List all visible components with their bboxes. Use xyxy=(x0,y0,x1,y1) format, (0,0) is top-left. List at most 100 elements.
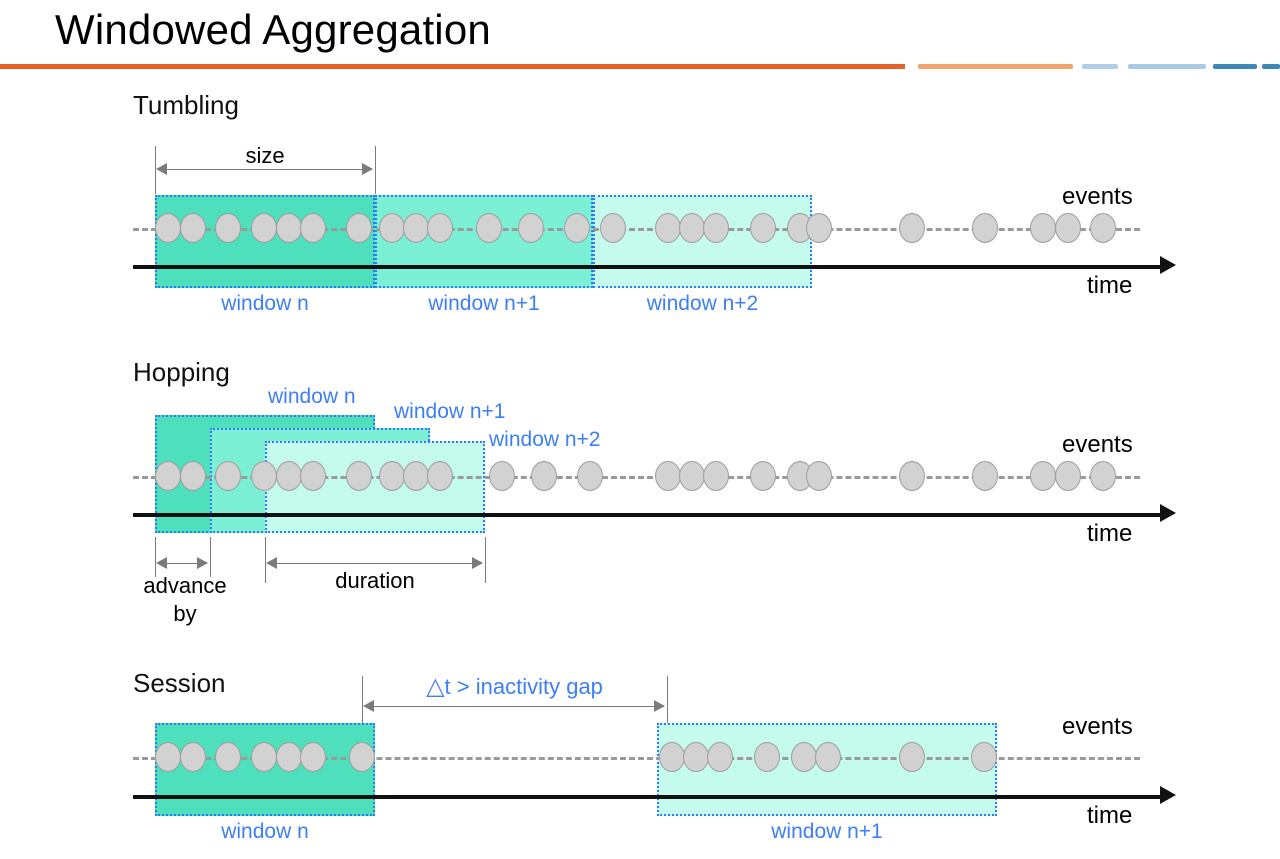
event-dot xyxy=(972,461,998,491)
event-dot xyxy=(276,742,302,772)
event-dot xyxy=(1030,213,1056,243)
tumbling-window-n2 xyxy=(593,195,812,288)
event-dot xyxy=(659,742,685,772)
event-dot xyxy=(750,213,776,243)
tumbling-window-label-n2: window n+2 xyxy=(646,292,759,315)
session-gap-arrow-right xyxy=(654,700,665,712)
hopping-duration-tick-left xyxy=(265,537,266,583)
event-dot xyxy=(180,461,206,491)
event-dot xyxy=(1090,213,1116,243)
hopping-events-label: events xyxy=(1062,431,1133,458)
hopping-advance-dimline xyxy=(158,563,207,564)
session-gap-arrow-left xyxy=(363,700,374,712)
event-dot xyxy=(180,213,206,243)
tumbling-size-arrow-left xyxy=(156,163,167,175)
tumbling-window-label-n: window n xyxy=(221,292,309,315)
event-dot xyxy=(754,742,780,772)
session-gap-text: t > inactivity gap xyxy=(444,674,603,699)
event-dot xyxy=(1055,213,1081,243)
delta-icon: △ xyxy=(426,673,445,700)
section-heading-session: Session xyxy=(133,668,226,698)
title-rule-orange-main xyxy=(0,64,905,69)
tumbling-size-tick-right xyxy=(375,146,376,194)
event-dot xyxy=(251,213,277,243)
session-gap-label: △t > inactivity gap xyxy=(362,672,667,701)
event-dot xyxy=(972,213,998,243)
event-dot xyxy=(346,461,372,491)
hopping-advance-arrow-left xyxy=(156,557,167,569)
tumbling-size-arrow-right xyxy=(362,163,373,175)
event-dot xyxy=(1090,461,1116,491)
event-dot xyxy=(276,461,302,491)
tumbling-time-label: time xyxy=(1087,272,1133,299)
hopping-window-n2 xyxy=(265,441,485,533)
event-dot xyxy=(815,742,841,772)
hopping-duration-tick-right xyxy=(485,537,486,583)
section-heading-tumbling: Tumbling xyxy=(133,90,239,120)
session-window-label-n: window n xyxy=(221,820,309,843)
session-event-line xyxy=(133,757,1140,760)
hopping-time-label: time xyxy=(1087,520,1133,547)
event-dot xyxy=(215,461,241,491)
event-dot xyxy=(679,461,705,491)
event-dot xyxy=(899,213,925,243)
tumbling-event-line xyxy=(133,228,1140,231)
hopping-advance-tick-right xyxy=(210,537,211,577)
event-dot xyxy=(346,213,372,243)
event-dot xyxy=(155,461,181,491)
event-dot xyxy=(971,742,997,772)
tumbling-size-tick-left xyxy=(155,146,156,194)
event-dot xyxy=(806,213,832,243)
page-title: Windowed Aggregation xyxy=(55,6,491,53)
hopping-advance-tick-left xyxy=(155,537,156,577)
event-dot xyxy=(251,742,277,772)
tumbling-window-label-n1: window n+1 xyxy=(428,292,540,315)
session-events-label: events xyxy=(1062,713,1133,740)
session-window-label-n1: window n+1 xyxy=(771,820,883,843)
event-dot xyxy=(600,213,626,243)
event-dot xyxy=(300,461,326,491)
hopping-window-label-n: window n xyxy=(268,385,356,408)
hopping-duration-arrow-left xyxy=(266,557,277,569)
title-rule-blue-2 xyxy=(1128,64,1206,69)
session-time-label: time xyxy=(1087,802,1133,829)
event-dot xyxy=(427,213,453,243)
event-dot xyxy=(564,213,590,243)
event-dot xyxy=(300,742,326,772)
event-dot xyxy=(427,461,453,491)
hopping-time-axis-arrow xyxy=(1160,504,1176,522)
hopping-duration-label: duration xyxy=(335,568,415,593)
title-rule-blue-4 xyxy=(1262,64,1280,69)
title-rule-blue-1 xyxy=(1082,64,1118,69)
event-dot xyxy=(476,213,502,243)
tumbling-events-label: events xyxy=(1062,183,1133,210)
title-rule-blue-3 xyxy=(1213,64,1257,69)
event-dot xyxy=(251,461,277,491)
event-dot xyxy=(703,213,729,243)
event-dot xyxy=(806,461,832,491)
event-dot xyxy=(791,742,817,772)
event-dot xyxy=(349,742,375,772)
tumbling-size-dimline xyxy=(158,169,372,170)
event-dot xyxy=(655,461,681,491)
event-dot xyxy=(155,742,181,772)
tumbling-size-label: size xyxy=(245,143,285,168)
hopping-window-label-n1: window n+1 xyxy=(394,400,506,423)
event-dot xyxy=(403,461,429,491)
event-dot xyxy=(518,213,544,243)
hopping-advance-label-line1: advance xyxy=(143,573,227,598)
event-dot xyxy=(1030,461,1056,491)
event-dot xyxy=(379,213,405,243)
event-dot xyxy=(531,461,557,491)
event-dot xyxy=(577,461,603,491)
event-dot xyxy=(379,461,405,491)
hopping-advance-label-line2: by xyxy=(173,601,197,626)
event-dot xyxy=(1055,461,1081,491)
event-dot xyxy=(155,213,181,243)
event-dot xyxy=(703,461,729,491)
event-dot xyxy=(750,461,776,491)
hopping-duration-dimline xyxy=(268,563,482,564)
event-dot xyxy=(899,742,925,772)
hopping-window-label-n2: window n+2 xyxy=(489,428,601,451)
